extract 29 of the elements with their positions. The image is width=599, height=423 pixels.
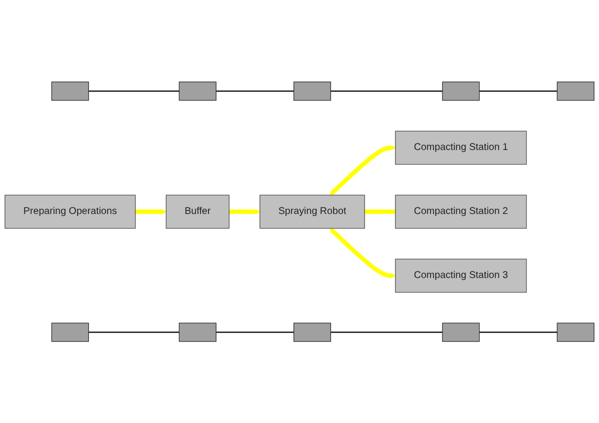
connector: [216, 331, 294, 333]
node-box: [294, 322, 332, 342]
arrow: [229, 208, 260, 214]
connector: [330, 331, 442, 333]
connector: [216, 90, 294, 92]
node-box: Compacting Station 3: [395, 258, 527, 292]
connector: [88, 331, 180, 333]
node-box: Compacting Station 1: [395, 130, 527, 164]
node-box: [442, 81, 480, 100]
connector: [479, 90, 558, 92]
arrow: [330, 228, 396, 278]
node-box: [178, 81, 216, 100]
node-box: Buffer: [166, 194, 230, 228]
arrow: [135, 208, 166, 214]
connector: [364, 209, 396, 214]
node-box: [442, 322, 480, 342]
node-box: [51, 81, 89, 100]
node-box: [556, 81, 594, 100]
node-box: [51, 322, 89, 342]
arrow: [330, 144, 396, 195]
node-box: [294, 81, 332, 100]
node-box: Preparing Operations: [4, 194, 136, 228]
node-box: Spraying Robot: [260, 194, 365, 228]
node-box: Compacting Station 2: [395, 194, 527, 228]
connector: [479, 331, 558, 333]
node-box: [178, 322, 216, 342]
connector: [330, 90, 442, 92]
connector: [88, 90, 180, 92]
node-box: [556, 322, 594, 342]
